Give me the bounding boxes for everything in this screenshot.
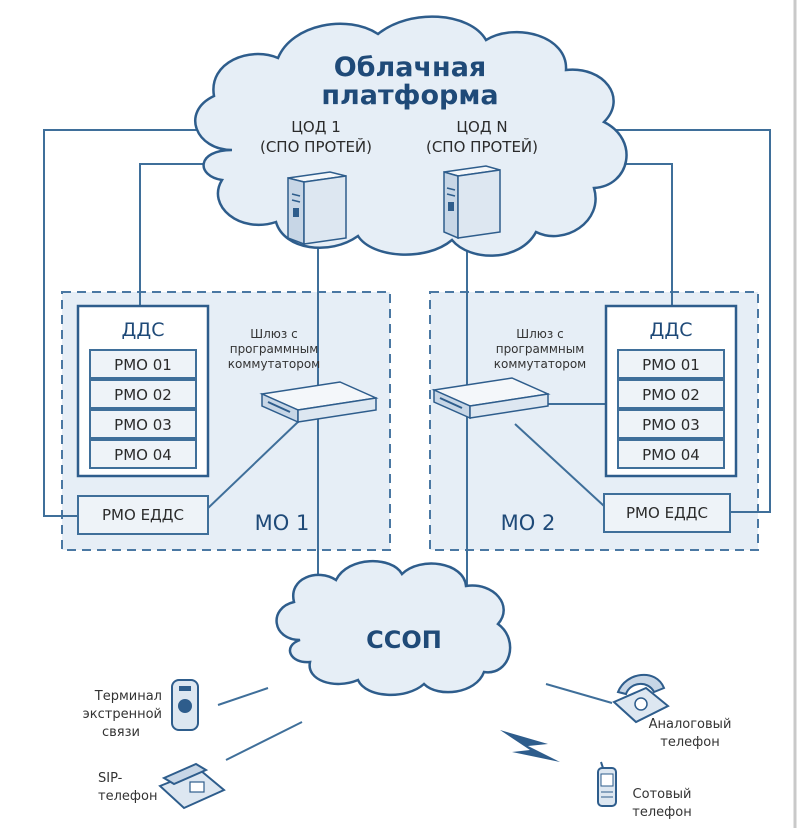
mo2-rmo-01-label: РМО 01 [642,356,700,374]
mo2-rmo-04 [617,439,725,469]
mo2-rmo-01 [617,349,725,379]
cloud-ssop-shape [275,560,512,696]
mo2-eddds-box [603,493,731,533]
terminal-label-line1: Терминал [94,689,162,704]
terminal-label-line2: экстренной [83,707,162,722]
mo1-rmo-04-label: РМО 04 [114,446,172,464]
wireless-bolt-icon [500,730,560,762]
sip-label-line1: SIP- [98,771,123,786]
dcn-label-line2: (СПО ПРОТЕЙ) [426,137,538,156]
cell-label-line2: телефон [632,805,691,820]
ssop-label: ССОП [366,626,442,654]
mo1-label: МО 1 [255,511,310,535]
mo2-rmo-02 [617,379,725,409]
analog-label-line1: Аналоговый [649,717,732,732]
mo2-gateway-switch-icon [431,377,551,420]
terminal-label-line3: связи [102,725,140,740]
mo2-rmo-02-label: РМО 02 [642,386,700,404]
mo1-rmo-04 [89,439,197,469]
mo1-rmo-02 [89,379,197,409]
mo2-dds-block: ДДС РМО 01 РМО 02 РМО 03 РМО 04 [604,304,738,478]
mo2-rmo-03-label: РМО 03 [642,416,700,434]
cloud-title-line2: платформа [321,80,498,111]
mo2-dds-title: ДДС [650,319,693,341]
mo2-rmo-04-label: РМО 04 [642,446,700,464]
mo2-gateway-label-line3: коммутатором [494,357,586,371]
mo2-eddds-label: РМО ЕДДС [626,504,708,522]
mo1-dds-title: ДДС [122,319,165,341]
analog-label-line2: телефон [660,735,719,750]
dcn-label-line1: ЦОД N [456,118,507,136]
sip-phone-icon [158,762,226,810]
sip-label-line2: телефон [98,789,157,804]
mo1-rmo-02-label: РМО 02 [114,386,172,404]
mo1-rmo-01 [89,349,197,379]
cell-label-line1: Сотовый [633,787,692,802]
dc1-label-line2: (СПО ПРОТЕЙ) [260,137,372,156]
analog-phone-icon [612,673,670,724]
mo1-gateway-label-line3: коммутатором [228,357,320,371]
mo2-rmo-03 [617,409,725,439]
mo1-gateway-label-line1: Шлюз с [250,327,297,341]
emergency-terminal-icon [171,679,199,731]
cloud-title-line1: Облачная [334,52,487,83]
mo1-rmo-01-label: РМО 01 [114,356,172,374]
mo2-gateway-label-line1: Шлюз с [516,327,563,341]
mo2-gateway-label-line2: программным [496,342,585,356]
mo1-eddds-label: РМО ЕДДС [102,506,184,524]
cell-phone-icon [597,761,617,807]
mo1-gateway-switch-icon [259,381,379,424]
mo2-label: МО 2 [501,511,556,535]
server-dc1-icon [287,171,347,246]
mo1-gateway-label-line2: программным [230,342,319,356]
mo1-dds-block: ДДС РМО 01 РМО 02 РМО 03 РМО 04 [76,304,210,478]
mo1-rmo-03-label: РМО 03 [114,416,172,434]
mo1-rmo-03 [89,409,197,439]
mo1-eddds-box [77,495,209,535]
dc1-label-line1: ЦОД 1 [291,118,340,136]
server-dcn-icon [443,165,501,240]
